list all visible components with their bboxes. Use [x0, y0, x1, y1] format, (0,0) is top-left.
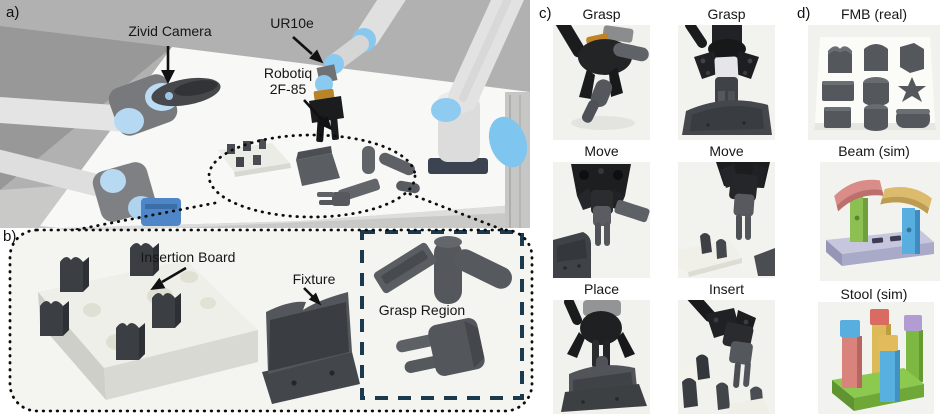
- photo-beam-sim: [820, 162, 940, 281]
- tile-label-beam: Beam (sim): [838, 143, 910, 159]
- grasp-region-box: [360, 230, 524, 400]
- panel-d-letter: d): [797, 5, 811, 22]
- parts-callout-ellipse: [207, 133, 417, 219]
- ur10e-label: UR10e: [270, 15, 314, 31]
- tile-label-move-2: Move: [709, 143, 744, 159]
- robotiq-gripper-label: Robotiq 2F-85: [263, 65, 313, 97]
- annotation-arrows: [150, 36, 333, 306]
- photo-insert: [678, 300, 775, 414]
- insertion-board-label: Insertion Board: [140, 249, 236, 265]
- photo-stool-sim: [818, 302, 934, 414]
- camera-robot-arm: [0, 74, 221, 226]
- pronged-part: [396, 318, 485, 376]
- zivid-camera-label: Zivid Camera: [128, 23, 212, 39]
- panel-b-letter: b): [3, 228, 17, 245]
- photo-move-2: [678, 162, 775, 278]
- photo-grasp-1: [553, 25, 650, 140]
- fixture-label: Fixture: [292, 271, 336, 287]
- tile-label-grasp-2: Grasp: [707, 6, 746, 22]
- panel-b-photo: [8, 228, 534, 413]
- tile-label-stool: Stool (sim): [840, 286, 908, 302]
- panel-c-letter: c): [539, 5, 552, 22]
- tile-label-insert: Insert: [708, 281, 744, 297]
- photo-move-1: [553, 162, 650, 278]
- tile-label-fmb: FMB (real): [840, 6, 908, 22]
- grasp-region-label: Grasp Region: [378, 302, 466, 318]
- tile-label-move-1: Move: [584, 143, 619, 159]
- photo-place: [553, 300, 650, 414]
- panel-a-photo: [0, 0, 530, 233]
- grasp-region-parts: [373, 236, 512, 376]
- stool-assembly: [832, 309, 924, 411]
- panel-b-dotted-border: [8, 228, 534, 413]
- tile-label-place: Place: [583, 281, 620, 297]
- zivid-camera: [151, 77, 221, 107]
- panel-ab-scene: [0, 0, 534, 413]
- beam-assembly: [826, 179, 934, 266]
- panel-a-letter: a): [6, 4, 20, 21]
- table-parts: [218, 139, 420, 206]
- ur10e-robot: [309, 0, 528, 174]
- tile-label-grasp-1: Grasp: [582, 6, 621, 22]
- photo-fmb-real: [808, 25, 940, 140]
- photo-grasp-2: [678, 25, 775, 140]
- fixture: [262, 292, 360, 404]
- insertion-board: [38, 242, 258, 400]
- callout-connectors: [26, 192, 521, 241]
